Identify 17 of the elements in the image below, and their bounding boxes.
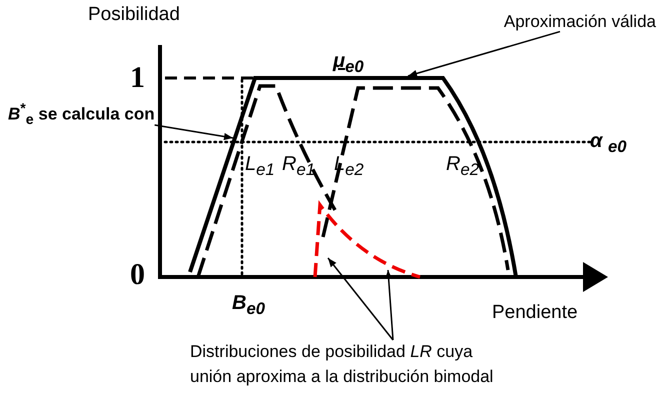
leader-line <box>327 258 394 340</box>
callout-text: Aproximación válida <box>504 12 656 32</box>
axis-title: Posibilidad <box>88 4 180 26</box>
tick-label: 1 <box>130 61 145 96</box>
curve-label: R$_{e1}$ <box>282 153 315 180</box>
callout-text: B$^{*}$$_{e}$ se calcula con <box>8 101 155 128</box>
curve-label: R$_{e2}$ <box>446 153 479 180</box>
callout-text: Distribuciones de posibilidad LR cuya unión aproxima a la distribución bimodal <box>190 340 660 390</box>
axis-value-label: B$_{e0}$ <box>232 292 265 318</box>
curve-label: L$_{e1}$ <box>245 153 275 180</box>
tick-label: 0 <box>130 258 145 292</box>
leader-line <box>408 30 560 77</box>
axis-title: Pendiente <box>492 302 578 324</box>
leader-line <box>385 270 394 340</box>
leader-line <box>154 124 234 140</box>
level-label: α $_{e0}$ <box>590 130 626 156</box>
curve-label: μ$_{e0}$ <box>333 50 364 76</box>
